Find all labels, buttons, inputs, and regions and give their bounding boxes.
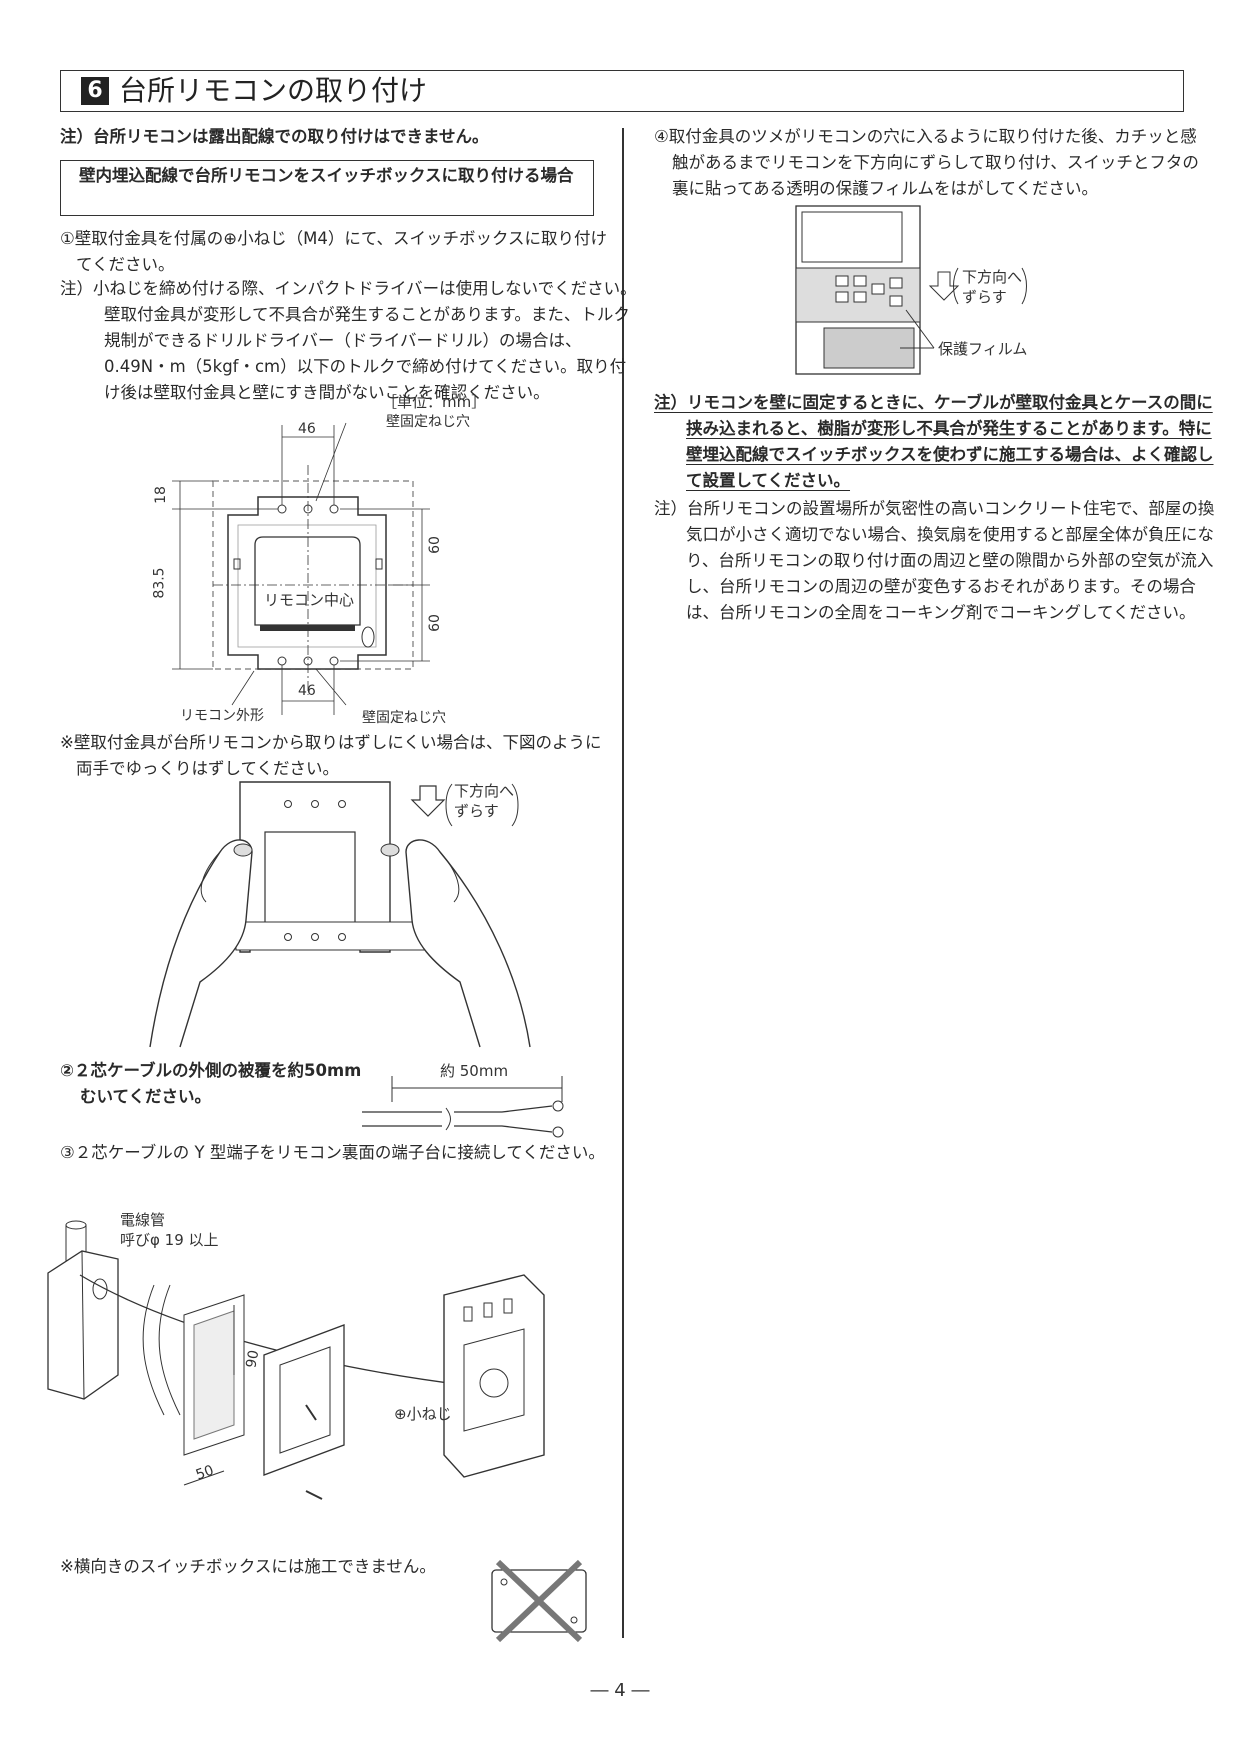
- remote-outline-label: リモコン外形: [180, 708, 264, 724]
- hands-removal-illustration: 下方向へ ずらす: [140, 781, 540, 1052]
- dim-bottom: 46: [298, 683, 316, 699]
- screw-hole-bottom-label: 壁固定ねじ穴: [362, 710, 446, 726]
- horizontal-box-prohibited-icon: [484, 1559, 594, 1643]
- small-screw-label: ⊕小ねじ: [394, 1405, 452, 1423]
- horizontal-box-note: ※横向きのスイッチボックスには施工できません。: [60, 1557, 436, 1576]
- bracket-dimension-diagram: ［単位：mm］ 46 壁固定ねじ穴 18 83.5 60 60 リモコン中心 4…: [150, 393, 520, 726]
- installation-illustration: 電線管 呼びφ 19 以上 ⊕小ねじ 90 50: [44, 1211, 614, 1525]
- step-1-text: ①壁取付金具を付属の⊕小ねじ（M4）にて、スイッチボックスに取り付けてください。: [60, 229, 608, 274]
- step-2-text: ②２芯ケーブルの外側の被覆を約50mm むいてください。: [60, 1061, 362, 1106]
- unit-label: ［単位：mm］: [382, 393, 487, 411]
- note-exposed-wiring: 注）台所リモコンは露出配線での取り付けはできません。: [60, 127, 489, 146]
- dim-top: 46: [298, 421, 316, 437]
- airtight-house-note: 注）台所リモコンの設置場所が気密性の高いコンクリート住宅で、部屋の換気口が小さく…: [654, 499, 1215, 622]
- page-number: ― 4 ―: [590, 1680, 650, 1701]
- step-1-note: 注）小ねじを締め付ける際、インパクトドライバーは使用しないでください。壁取付金具…: [60, 279, 637, 402]
- slide-down-label-right-1: 下方向へ: [962, 268, 1023, 286]
- protective-film-label: 保護フィルム: [938, 340, 1028, 358]
- slide-down-label-1: 下方向へ: [454, 782, 515, 800]
- cable-length-label: 約 50mm: [440, 1062, 509, 1080]
- slide-down-label-2: ずらす: [454, 802, 499, 820]
- section-number: 6: [81, 77, 109, 105]
- dim-83-5: 83.5: [151, 567, 168, 599]
- screw-hole-top-label: 壁固定ねじ穴: [386, 414, 470, 430]
- step-3-text: ③２芯ケーブルの Y 型端子をリモコン裏面の端子台に接続してください。: [60, 1143, 605, 1162]
- remove-bracket-note: ※壁取付金具が台所リモコンから取りはずしにくい場合は、下図のように両手でゆっくり…: [60, 733, 602, 778]
- column-divider: [622, 128, 624, 1638]
- conduit-label-1: 電線管: [120, 1211, 166, 1229]
- remote-film-diagram: 下方向へ ずらす 保護フィルム: [795, 205, 1096, 378]
- section-title: 台所リモコンの取り付け: [119, 74, 428, 107]
- cable-pinch-warning: 注）リモコンを壁に固定するときに、ケーブルが壁取付金具とケースの間に挟み込まれる…: [654, 393, 1214, 490]
- dim-90: 90: [243, 1348, 263, 1370]
- conduit-label-2: 呼びφ 19 以上: [120, 1231, 219, 1249]
- dim-60-upper: 60: [426, 536, 443, 554]
- dim-60-lower: 60: [426, 614, 443, 632]
- section-header: 6 台所リモコンの取り付け: [60, 70, 1184, 112]
- dim-18: 18: [152, 486, 169, 504]
- remote-center-label: リモコン中心: [264, 591, 355, 609]
- cable-strip-diagram: 約 50mm: [362, 1062, 602, 1142]
- step-4-text: ④取付金具のツメがリモコンの穴に入るように取り付けた後、カチッと感触があるまでリ…: [654, 127, 1199, 198]
- slide-down-label-right-2: ずらす: [962, 288, 1007, 306]
- case-box-title: 壁内埋込配線で台所リモコンをスイッチボックスに取り付ける場合: [60, 160, 594, 216]
